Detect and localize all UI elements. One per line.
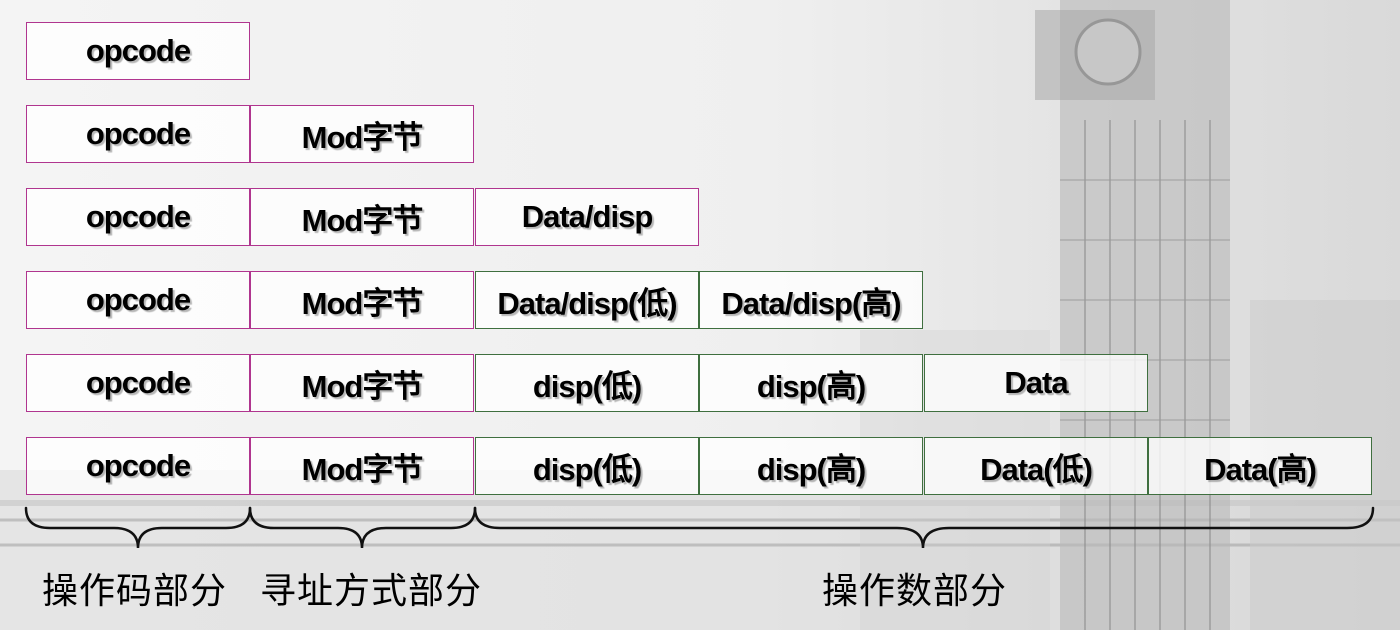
disp-high-cell: disp(高) <box>699 354 923 412</box>
opcode-cell: opcode <box>26 271 250 329</box>
format-row-1: opcode <box>0 22 1400 82</box>
mod-byte-cell: Mod字节 <box>250 271 474 329</box>
disp-low-cell: disp(低) <box>475 437 699 495</box>
opcode-cell: opcode <box>26 437 250 495</box>
data-high-cell: Data(高) <box>1148 437 1372 495</box>
data-disp-low-cell: Data/disp(低) <box>475 271 699 329</box>
mod-byte-cell: Mod字节 <box>250 354 474 412</box>
data-cell: Data <box>924 354 1148 412</box>
format-row-4: opcode Mod字节 Data/disp(低) Data/disp(高) <box>0 271 1400 331</box>
format-row-6: opcode Mod字节 disp(低) disp(高) Data(低) Dat… <box>0 437 1400 497</box>
data-disp-cell: Data/disp <box>475 188 699 246</box>
operand-part-brace <box>473 506 1375 549</box>
mod-byte-cell: Mod字节 <box>250 105 474 163</box>
addressing-part-label: 寻址方式部分 <box>260 571 483 612</box>
addressing-part-brace <box>248 506 477 549</box>
opcode-cell: opcode <box>26 354 250 412</box>
disp-low-cell: disp(低) <box>475 354 699 412</box>
mod-byte-cell: Mod字节 <box>250 188 474 246</box>
disp-high-cell: disp(高) <box>699 437 923 495</box>
grouping-braces <box>0 500 1400 560</box>
data-disp-high-cell: Data/disp(高) <box>699 271 923 329</box>
opcode-cell: opcode <box>26 188 250 246</box>
format-row-3: opcode Mod字节 Data/disp <box>0 188 1400 248</box>
operand-part-label: 操作数部分 <box>822 571 1008 612</box>
data-low-cell: Data(低) <box>924 437 1148 495</box>
opcode-cell: opcode <box>26 22 250 80</box>
mod-byte-cell: Mod字节 <box>250 437 474 495</box>
opcode-cell: opcode <box>26 105 250 163</box>
opcode-part-label: 操作码部分 <box>42 571 228 612</box>
opcode-part-brace <box>24 506 252 549</box>
format-row-2: opcode Mod字节 <box>0 105 1400 165</box>
format-row-5: opcode Mod字节 disp(低) disp(高) Data <box>0 354 1400 414</box>
